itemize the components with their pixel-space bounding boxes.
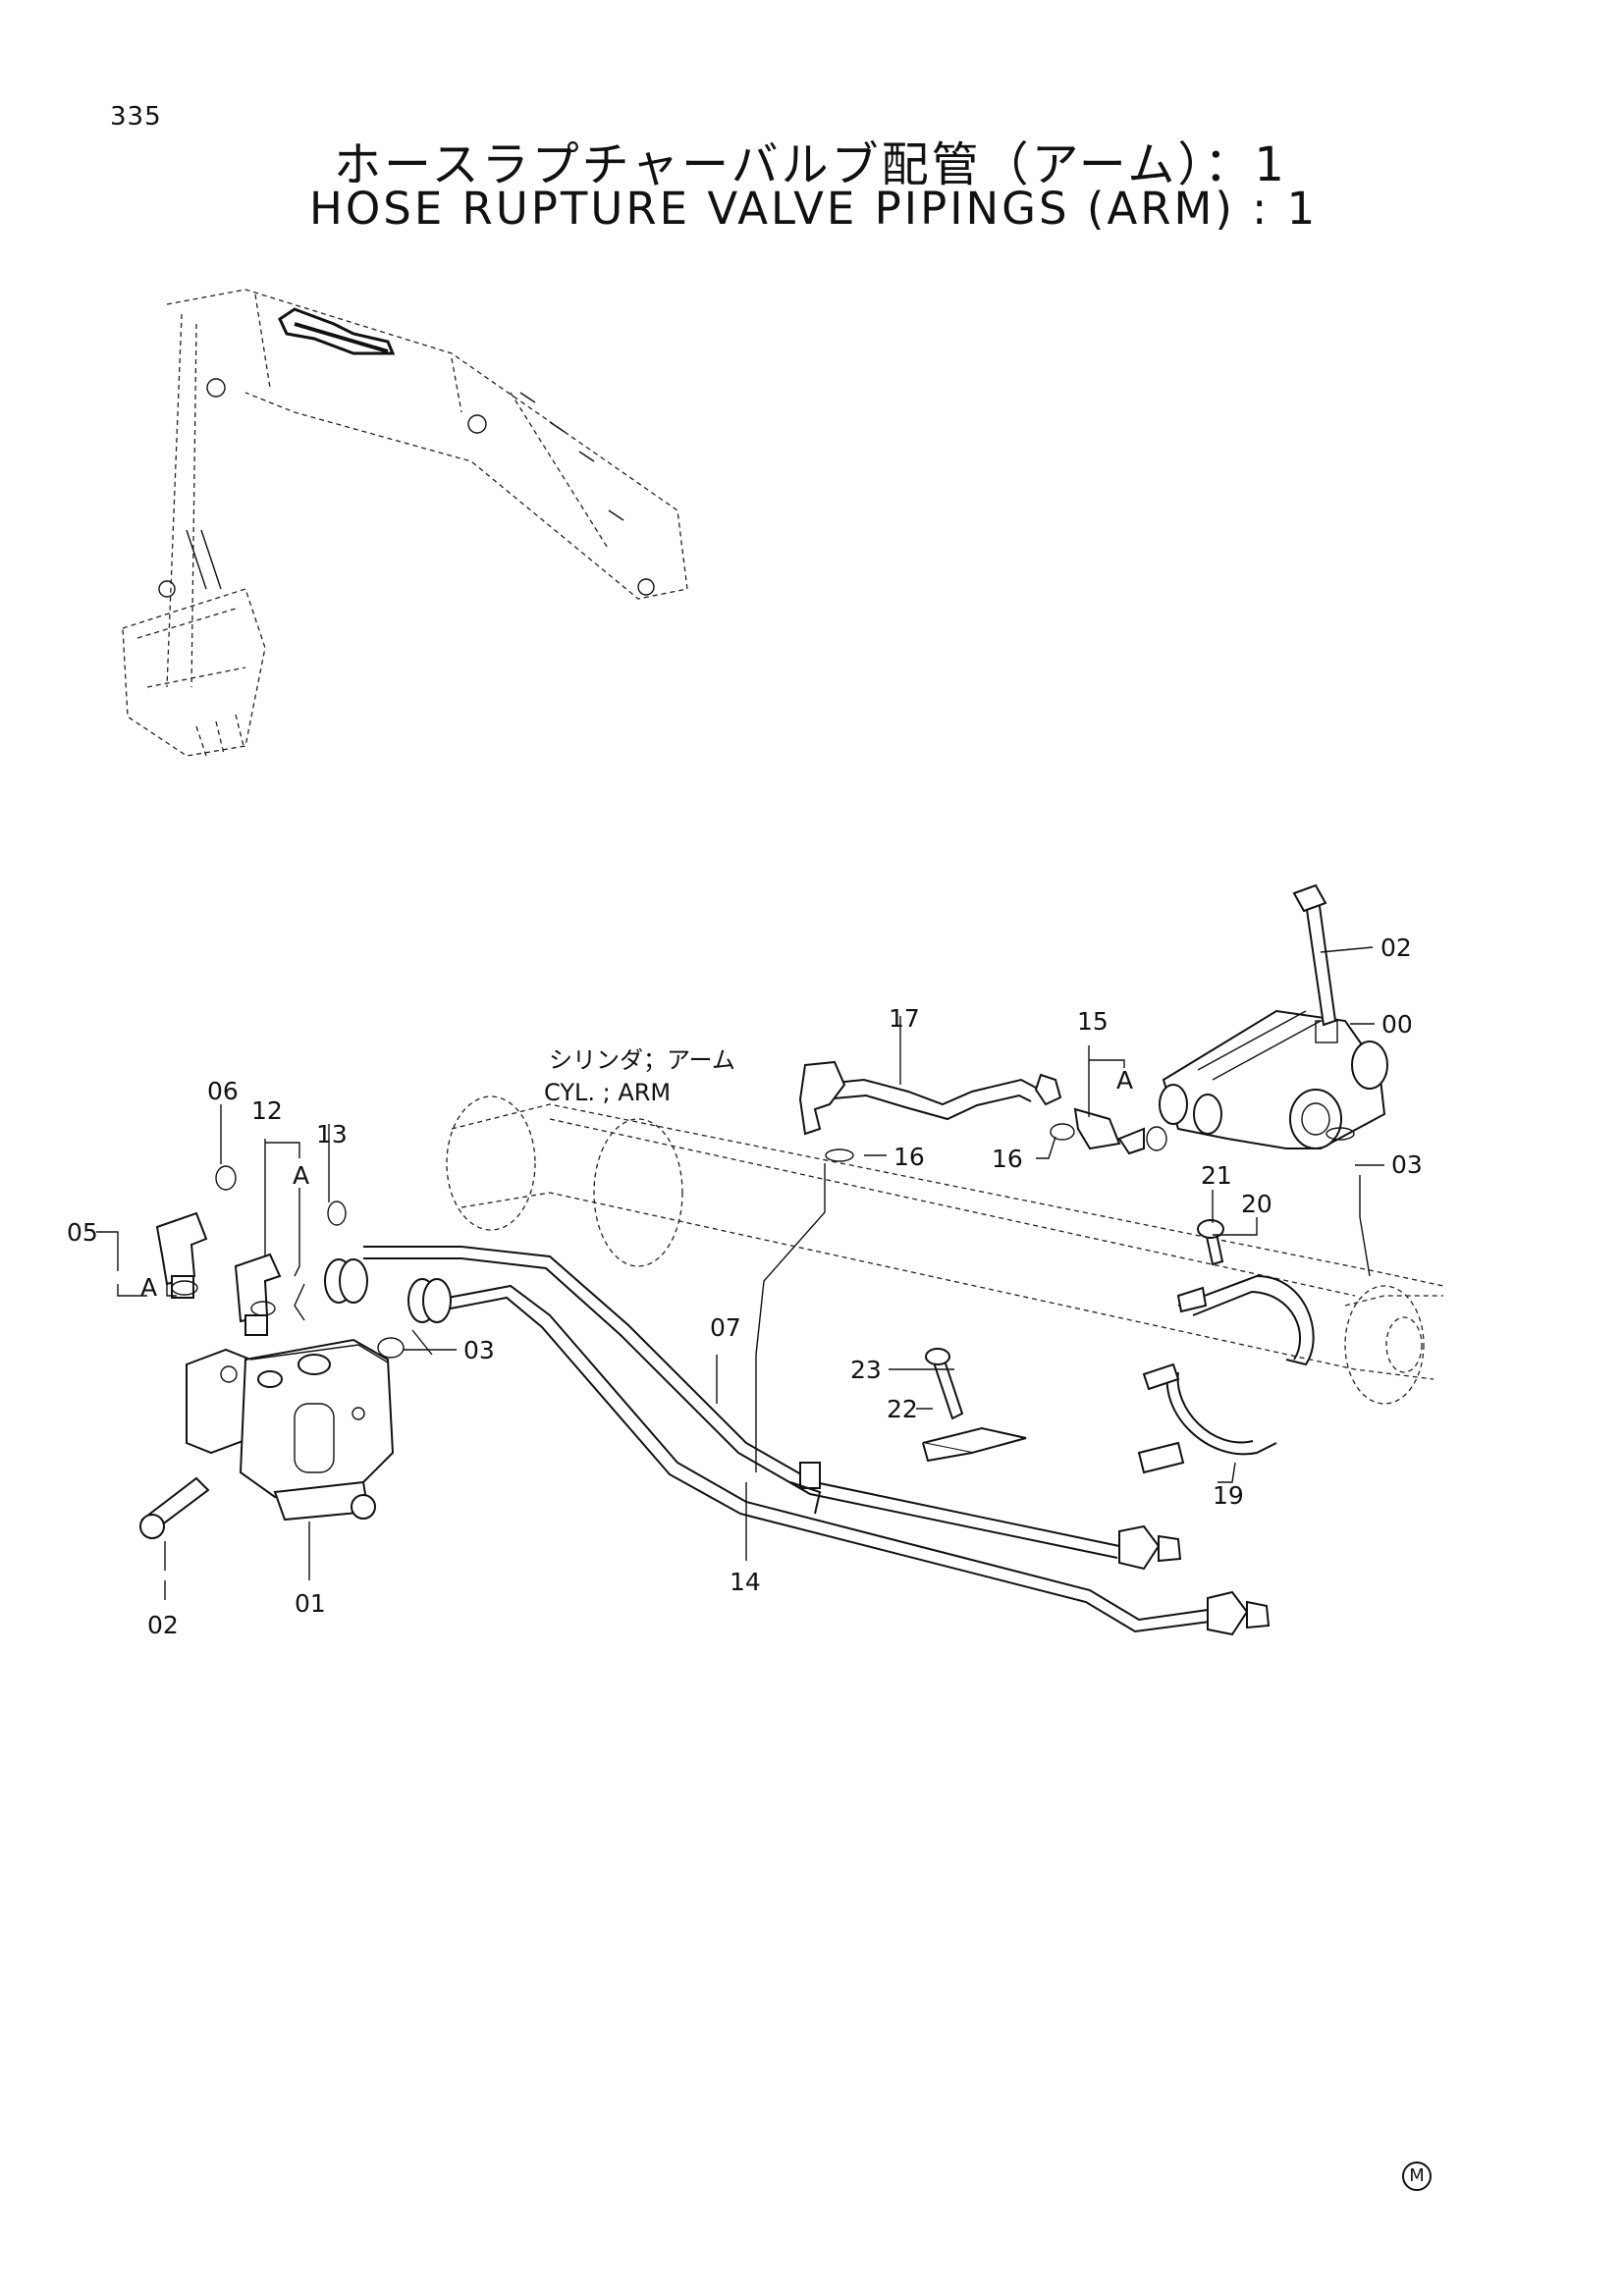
callout-05: 05 [67, 1218, 98, 1247]
callout-12: 12 [251, 1096, 283, 1125]
cylinder-label-en: CYL. ; ARM [544, 1079, 671, 1106]
valve-00 [1159, 883, 1388, 1149]
callout-01: 01 [295, 1589, 326, 1618]
callout-03-right: 03 [1391, 1150, 1423, 1179]
corner-m-mark: M [1402, 2162, 1432, 2191]
mark-a-left-top: A [293, 1161, 309, 1190]
callout-17: 17 [889, 1004, 920, 1033]
callout-16-middle: 16 [992, 1145, 1023, 1173]
callout-06: 06 [207, 1077, 239, 1105]
callout-15: 15 [1077, 1007, 1109, 1036]
hose-17-fittings-15 [798, 1060, 1167, 1162]
cylinder-label-jp: シリンダ；アーム [549, 1046, 735, 1074]
callout-21: 21 [1201, 1161, 1232, 1190]
callout-14: 14 [730, 1568, 761, 1596]
callout-19: 19 [1213, 1481, 1244, 1510]
callout-20: 20 [1241, 1190, 1272, 1218]
callout-02-bottom: 02 [147, 1611, 179, 1639]
leader-lines [96, 946, 1384, 1600]
title-english: HOSE RUPTURE VALVE PIPINGS (ARM) : 1 [309, 183, 1319, 235]
page-number: 335 [110, 102, 162, 132]
callout-23: 23 [850, 1356, 882, 1384]
valve-01 [139, 1338, 395, 1539]
arm-cylinder-outline [446, 1095, 1444, 1405]
callout-00: 00 [1381, 1010, 1413, 1039]
left-fittings [155, 1165, 452, 1359]
callout-07: 07 [710, 1313, 741, 1342]
clamps-and-bolts [922, 1219, 1315, 1474]
callout-02-top: 02 [1380, 934, 1412, 962]
mark-a-left-bottom: A [140, 1273, 157, 1302]
callout-13: 13 [316, 1120, 348, 1148]
callout-16-left: 16 [893, 1143, 925, 1171]
mark-a-right: A [1116, 1066, 1133, 1095]
callout-labels: 02 00 03 21 20 19 22 23 17 15 A 16 16 07… [67, 934, 1423, 1639]
pipe-07-14 [363, 1246, 1271, 1636]
excavator-overview-drawing [122, 289, 688, 757]
callout-22: 22 [887, 1395, 918, 1423]
title-japanese: ホースラプチャーバルブ配管（アーム）：1 [334, 137, 1287, 192]
callout-03-left: 03 [463, 1336, 495, 1364]
